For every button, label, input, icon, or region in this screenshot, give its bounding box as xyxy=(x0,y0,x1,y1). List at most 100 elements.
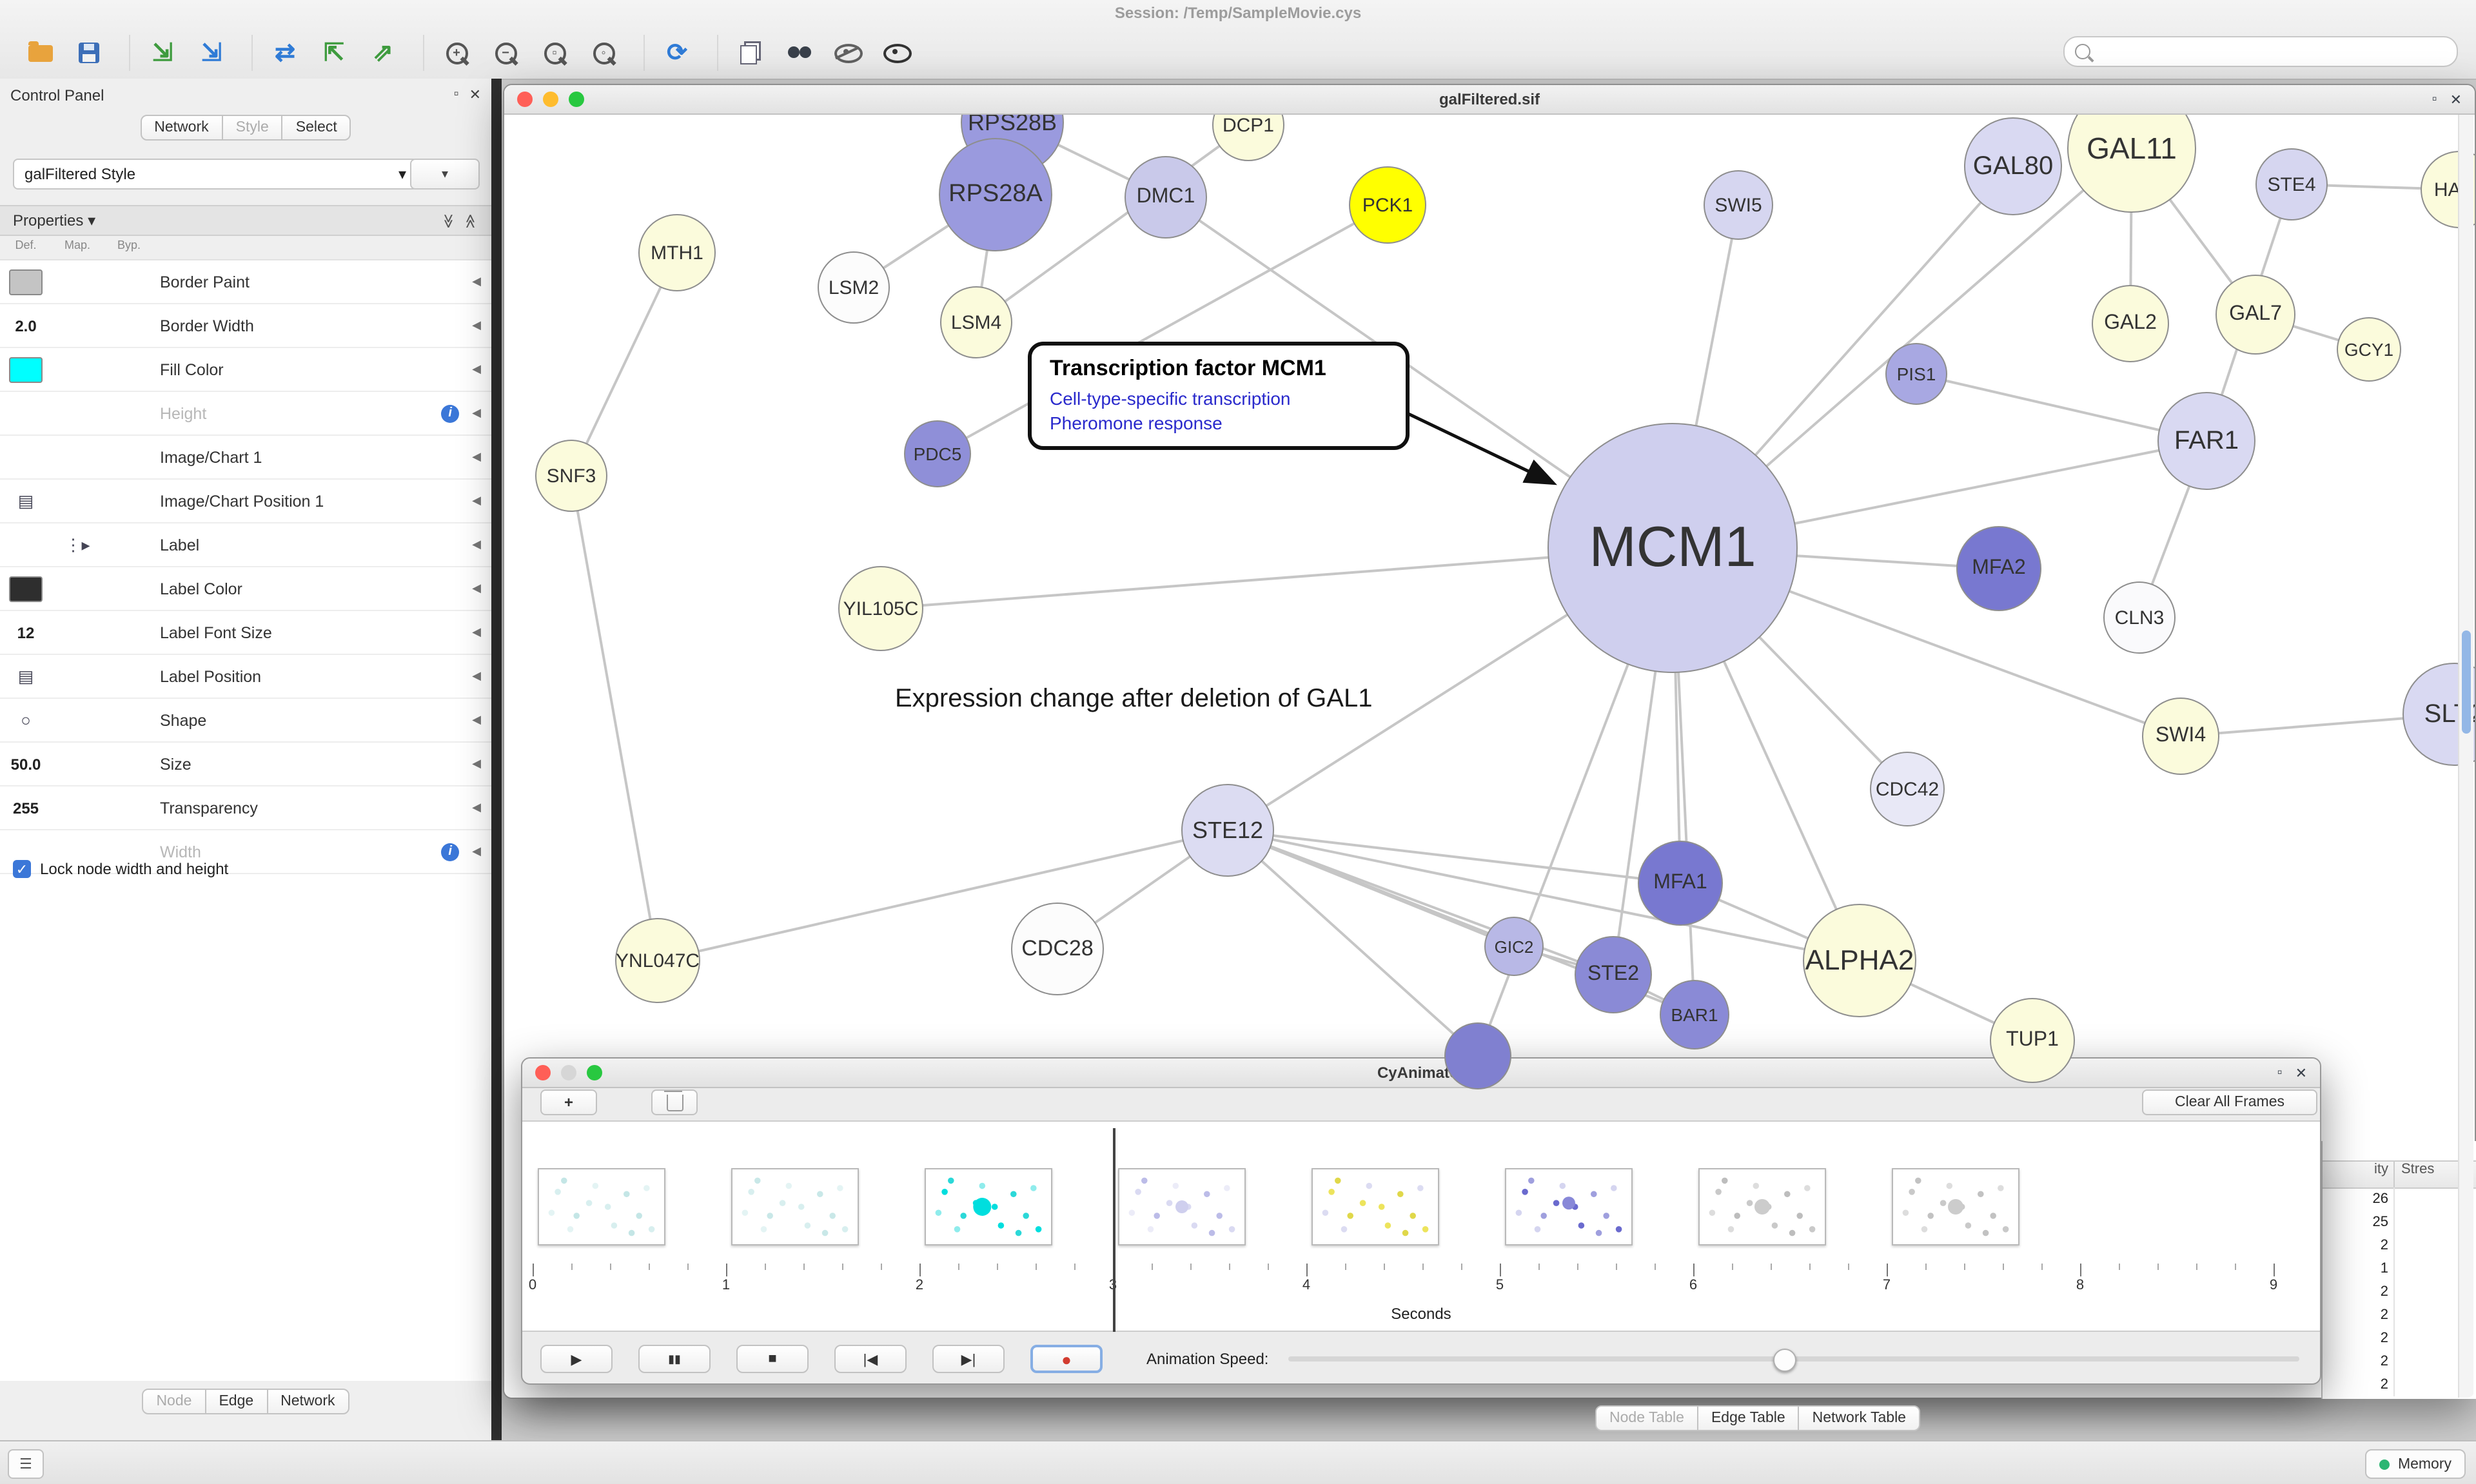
table-column-ity[interactable]: ity xyxy=(2323,1162,2395,1187)
open-session-icon[interactable] xyxy=(21,35,59,71)
network-window-titlebar[interactable]: galFiltered.sif ▫ ✕ xyxy=(504,85,2475,115)
stop-button[interactable]: ■ xyxy=(736,1345,809,1373)
slider-knob[interactable] xyxy=(1773,1349,1797,1372)
table-row[interactable]: 2 xyxy=(2323,1350,2395,1373)
copy-icon[interactable] xyxy=(731,35,770,71)
style-options-button[interactable]: ▾ xyxy=(410,159,480,190)
tab-node-table[interactable]: Node Table xyxy=(1595,1405,1698,1431)
style-property-row[interactable]: ▤Label Position◀ xyxy=(0,655,491,699)
scrollbar-thumb[interactable] xyxy=(2462,630,2471,734)
style-property-row[interactable]: ⋮▸Label◀ xyxy=(0,523,491,567)
table-row[interactable]: 2 xyxy=(2323,1234,2395,1257)
network-node-STE4[interactable]: STE4 xyxy=(2255,148,2328,220)
close-window-icon[interactable] xyxy=(535,1065,551,1080)
step-back-button[interactable]: |◀ xyxy=(834,1345,907,1373)
clear-all-frames-button[interactable]: Clear All Frames xyxy=(2142,1089,2317,1115)
frame-thumbnail-6[interactable] xyxy=(1505,1168,1633,1245)
search-field[interactable] xyxy=(2063,36,2458,67)
panel-splitter[interactable] xyxy=(491,79,502,1440)
style-property-row[interactable]: ○Shape◀ xyxy=(0,699,491,743)
annotation-link-2[interactable]: Pheromone response xyxy=(1050,412,1223,433)
expand-arrow-icon[interactable]: ◀ xyxy=(472,713,481,726)
expand-arrow-icon[interactable]: ◀ xyxy=(472,581,481,594)
network-node-GAL80[interactable]: GAL80 xyxy=(1964,117,2062,215)
float-panel-icon[interactable]: ▫ xyxy=(453,86,459,102)
network-node-PIS1[interactable]: PIS1 xyxy=(1885,343,1947,405)
expand-arrow-icon[interactable]: ◀ xyxy=(472,450,481,463)
close-window-icon[interactable] xyxy=(517,92,533,107)
frame-thumbnail-2[interactable] xyxy=(731,1168,859,1245)
network-node-TUP1[interactable]: TUP1 xyxy=(1990,998,2075,1083)
network-node-SWI5[interactable]: SWI5 xyxy=(1704,170,1773,240)
collapse-all-icon[interactable]: ≪ xyxy=(462,213,478,228)
tab-network-table[interactable]: Network Table xyxy=(1798,1405,1920,1431)
network-node-SNF3[interactable]: SNF3 xyxy=(535,440,607,512)
network-node-RPS28A[interactable]: RPS28A xyxy=(939,138,1052,251)
network-node-MFA1[interactable]: MFA1 xyxy=(1638,841,1723,926)
pause-button[interactable]: ▮▮ xyxy=(638,1345,711,1373)
style-property-row[interactable]: Fill Color◀ xyxy=(0,348,491,392)
tab-edge[interactable]: Edge xyxy=(204,1389,268,1414)
annotation-box[interactable]: Transcription factor MCM1 Cell-type-spec… xyxy=(1028,342,1410,450)
network-node-SWI4[interactable]: SWI4 xyxy=(2142,698,2219,775)
close-panel-icon[interactable]: ✕ xyxy=(469,88,481,103)
table-row[interactable]: 25 xyxy=(2323,1211,2395,1234)
table-row[interactable]: 2 xyxy=(2323,1373,2395,1396)
network-node-LSM2[interactable]: LSM2 xyxy=(818,251,890,324)
network-node-CLN3[interactable]: CLN3 xyxy=(2103,581,2176,654)
expand-arrow-icon[interactable]: ◀ xyxy=(472,406,481,419)
expand-arrow-icon[interactable]: ◀ xyxy=(472,801,481,814)
minimize-window-icon[interactable] xyxy=(561,1065,576,1080)
network-node-GAL7[interactable]: GAL7 xyxy=(2216,275,2295,355)
delete-frame-button[interactable] xyxy=(651,1089,698,1115)
refresh-icon[interactable]: ⟳ xyxy=(658,35,696,71)
color-swatch[interactable] xyxy=(9,269,43,295)
properties-header[interactable]: Properties ▾ ≫ ≪ xyxy=(0,205,491,236)
zoom-window-icon[interactable] xyxy=(587,1065,602,1080)
timeline-playhead[interactable] xyxy=(1113,1128,1115,1332)
tab-network[interactable]: Network xyxy=(266,1389,349,1414)
network-node-MFA2[interactable]: MFA2 xyxy=(1956,526,2041,611)
frame-thumbnail-8[interactable] xyxy=(1892,1168,2019,1245)
network-node-LSM4[interactable]: LSM4 xyxy=(940,286,1012,358)
add-frame-button[interactable]: + xyxy=(540,1089,597,1115)
expand-arrow-icon[interactable]: ◀ xyxy=(472,845,481,857)
network-node-DMC1[interactable]: DMC1 xyxy=(1125,156,1207,239)
network-node-GIC2[interactable]: GIC2 xyxy=(1484,917,1544,976)
network-node-unlabeled[interactable] xyxy=(1444,1022,1511,1089)
zoom-selected-icon[interactable]: ◦ xyxy=(584,35,623,71)
expand-arrow-icon[interactable]: ◀ xyxy=(472,318,481,331)
tab-select[interactable]: Select xyxy=(281,115,351,141)
animation-speed-slider[interactable] xyxy=(1288,1349,2299,1372)
zoom-out-icon[interactable]: − xyxy=(486,35,525,71)
network-node-STE12[interactable]: STE12 xyxy=(1181,784,1274,877)
expand-arrow-icon[interactable]: ◀ xyxy=(472,757,481,770)
save-session-icon[interactable] xyxy=(70,35,108,71)
timeline-strip[interactable]: 0123456789Seconds xyxy=(522,1120,2320,1332)
table-column-stress[interactable]: Stres xyxy=(2401,1162,2435,1177)
frame-thumbnail-5[interactable] xyxy=(1312,1168,1439,1245)
table-row[interactable]: 2 xyxy=(2323,1303,2395,1327)
tab-edge-table[interactable]: Edge Table xyxy=(1696,1405,1800,1431)
network-node-MTH1[interactable]: MTH1 xyxy=(638,214,716,291)
network-node-YNL047C[interactable]: YNL047C xyxy=(615,918,700,1003)
tab-node[interactable]: Node xyxy=(142,1389,206,1414)
frame-thumbnail-7[interactable] xyxy=(1698,1168,1826,1245)
network-node-FAR1[interactable]: FAR1 xyxy=(2157,392,2255,490)
tab-style[interactable]: Style xyxy=(221,115,283,141)
show-graphics-icon[interactable] xyxy=(878,35,917,71)
network-node-YIL105C[interactable]: YIL105C xyxy=(838,566,923,651)
network-node-CDC42[interactable]: CDC42 xyxy=(1870,752,1945,826)
frame-thumbnail-1[interactable] xyxy=(538,1168,665,1245)
import-network-icon[interactable]: ⇲ xyxy=(143,35,182,71)
table-row[interactable]: 2 xyxy=(2323,1327,2395,1350)
tab-network[interactable]: Network xyxy=(140,115,223,141)
binoculars-icon[interactable] xyxy=(780,35,819,71)
close-frame-icon[interactable]: ✕ xyxy=(2295,1066,2307,1081)
network-node-BAR1[interactable]: BAR1 xyxy=(1660,980,1729,1050)
network-node-STE2[interactable]: STE2 xyxy=(1575,936,1652,1013)
